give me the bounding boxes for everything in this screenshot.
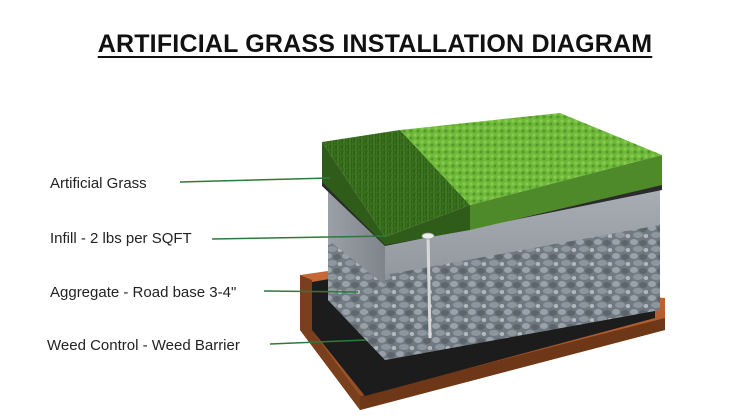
aggregate-layer: [328, 185, 660, 360]
stake: [421, 232, 435, 339]
artificial-grass-layer: [322, 113, 662, 245]
label-infill: Infill - 2 lbs per SQFT: [50, 230, 192, 247]
leader-line-grass: [179, 177, 331, 183]
label-weed-barrier: Weed Control - Weed Barrier: [47, 337, 240, 354]
leader-line-infill: [211, 235, 389, 240]
diagram-title: ARTIFICIAL GRASS INSTALLATION DIAGRAM: [97, 30, 653, 58]
leader-line-aggregate: [263, 290, 359, 293]
label-aggregate: Aggregate - Road base 3-4": [50, 284, 237, 301]
label-artificial-grass: Artificial Grass: [50, 175, 147, 192]
leader-lines: [179, 177, 389, 345]
leader-line-barrier: [269, 339, 367, 345]
